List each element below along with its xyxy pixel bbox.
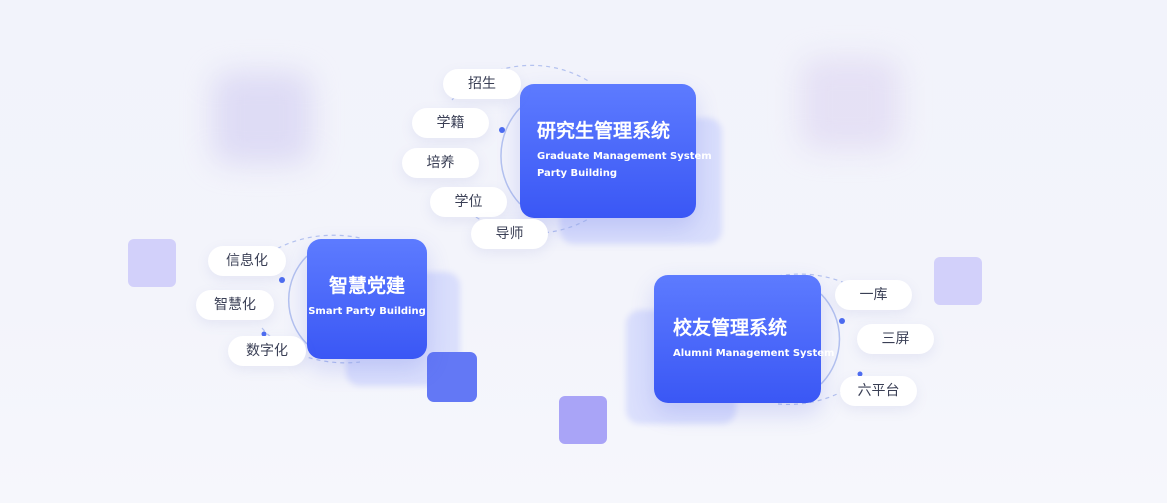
tag-six-platforms[interactable]: 六平台 — [840, 376, 917, 406]
blurred-block-right — [800, 58, 900, 150]
graduate-system-title: 研究生管理系统 — [537, 120, 671, 142]
alumni-system-card[interactable]: 校友管理系统 Alumni Management System — [654, 275, 835, 403]
party-building-subtitle: Smart Party Building — [308, 306, 426, 317]
tag-training[interactable]: 培养 — [402, 148, 479, 178]
graduate-system-subtitle-line2: Party Building — [537, 168, 617, 179]
decor-square-purple — [559, 396, 607, 444]
graduate-system-card[interactable]: 研究生管理系统 Graduate Management System Party… — [520, 84, 712, 218]
tag-degree[interactable]: 学位 — [430, 187, 507, 217]
tag-digitalization[interactable]: 数字化 — [228, 336, 306, 366]
decor-square-blue — [427, 352, 477, 402]
party-building-title: 智慧党建 — [328, 275, 405, 297]
tag-three-screens[interactable]: 三屏 — [857, 324, 934, 354]
party-building-card[interactable]: 智慧党建 Smart Party Building — [307, 239, 427, 359]
decor-square-left — [128, 239, 176, 287]
tag-admission[interactable]: 招生 — [443, 69, 521, 99]
tag-supervisor[interactable]: 导师 — [471, 219, 548, 249]
alumni-system-title: 校友管理系统 — [673, 317, 788, 339]
alumni-system-subtitle: Alumni Management System — [673, 348, 835, 359]
decor-square-right — [934, 257, 982, 305]
blurred-block-left — [212, 72, 312, 164]
tag-informatization[interactable]: 信息化 — [208, 246, 286, 276]
tag-intelligentization[interactable]: 智慧化 — [196, 290, 274, 320]
tag-one-database[interactable]: 一库 — [835, 280, 912, 310]
graduate-system-subtitle-line1: Graduate Management System — [537, 151, 712, 162]
tag-student-status[interactable]: 学籍 — [412, 108, 489, 138]
